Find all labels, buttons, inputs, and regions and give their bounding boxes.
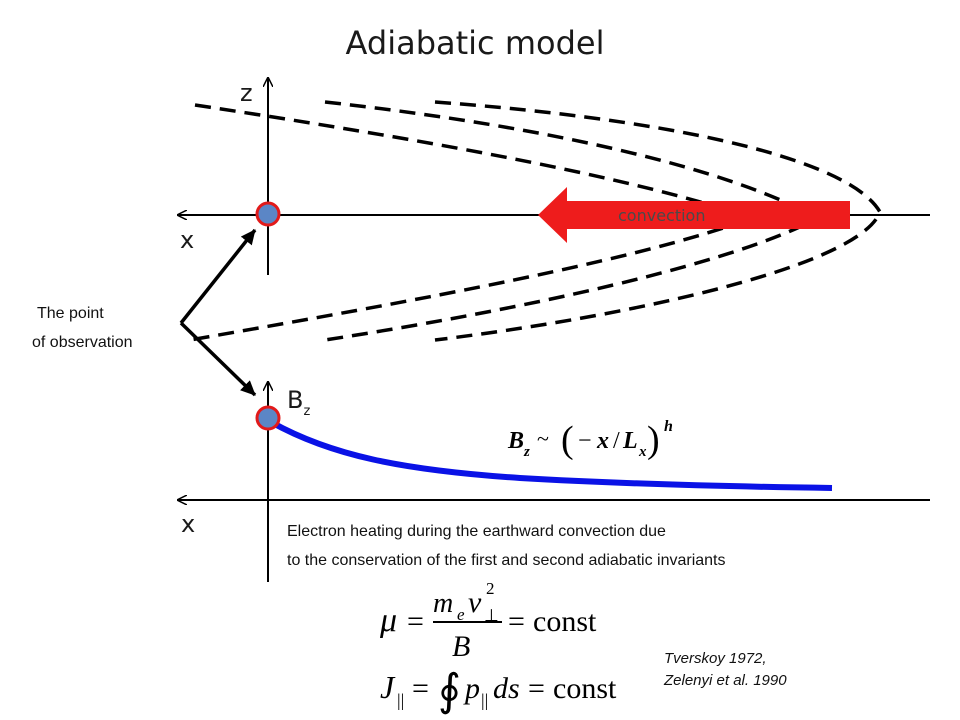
citation-line2: Zelenyi et al. 1990 xyxy=(663,672,787,689)
svg-text:const: const xyxy=(553,672,617,705)
svg-text:=: = xyxy=(528,672,545,705)
svg-text:v: v xyxy=(468,586,482,619)
svg-text:~: ~ xyxy=(537,426,549,451)
convection-arrow xyxy=(538,187,850,243)
svg-text:): ) xyxy=(647,419,660,461)
svg-text:=: = xyxy=(508,605,525,638)
upper-panel: z x convection xyxy=(178,78,930,342)
svg-text:∮: ∮ xyxy=(438,666,461,715)
svg-text:ds: ds xyxy=(493,672,520,705)
svg-text:||: || xyxy=(481,690,488,710)
lower-x-label: x xyxy=(181,510,195,538)
convection-label: convection xyxy=(618,206,705,225)
svg-text:e: e xyxy=(457,605,465,624)
svg-text:=: = xyxy=(412,672,429,705)
svg-text:(: ( xyxy=(561,419,574,461)
svg-text:μ: μ xyxy=(379,602,397,639)
svg-text:z: z xyxy=(523,444,530,460)
svg-text:/: / xyxy=(613,428,620,454)
svg-text:m: m xyxy=(433,588,453,619)
observation-label-line2: of observation xyxy=(32,334,133,351)
upper-z-label: z xyxy=(240,79,253,107)
svg-text:||: || xyxy=(397,690,404,710)
lower-panel: x Bz B z ~ ( − x / L x ) h xyxy=(178,382,930,582)
diagram-title: Adiabatic model xyxy=(346,24,605,62)
bz-formula: B z ~ ( − x / L x ) h xyxy=(507,418,673,461)
equation-j: J || = ∮ p || ds = const xyxy=(380,666,617,715)
upper-observation-point xyxy=(255,201,281,227)
svg-text:const: const xyxy=(533,605,597,638)
svg-text:B: B xyxy=(507,428,524,454)
svg-text:−: − xyxy=(578,428,592,454)
description-line1: Electron heating during the earthward co… xyxy=(287,523,666,540)
observation-label-line1: The point xyxy=(37,305,104,322)
field-line-3 xyxy=(434,100,882,342)
svg-text:h: h xyxy=(664,418,673,435)
svg-text:2: 2 xyxy=(486,579,495,598)
svg-text:⊥: ⊥ xyxy=(484,606,499,625)
description-line2: to the conservation of the first and sec… xyxy=(287,552,725,569)
bz-curve xyxy=(269,419,833,491)
svg-text:x: x xyxy=(638,444,647,460)
equation-mu: μ = m e v ⊥ 2 B = const xyxy=(379,579,597,663)
svg-text:=: = xyxy=(407,605,424,638)
svg-text:x: x xyxy=(596,428,609,454)
lower-observation-point xyxy=(255,405,281,431)
svg-text:J: J xyxy=(380,669,396,705)
svg-text:L: L xyxy=(622,428,638,454)
upper-x-label: x xyxy=(180,226,194,254)
svg-text:p: p xyxy=(463,672,480,705)
field-line-1 xyxy=(189,103,758,342)
bz-label: Bz xyxy=(287,386,310,419)
citation-line1: Tverskoy 1972, xyxy=(664,650,767,667)
svg-text:B: B xyxy=(452,630,470,663)
observation-pointer xyxy=(179,228,257,397)
